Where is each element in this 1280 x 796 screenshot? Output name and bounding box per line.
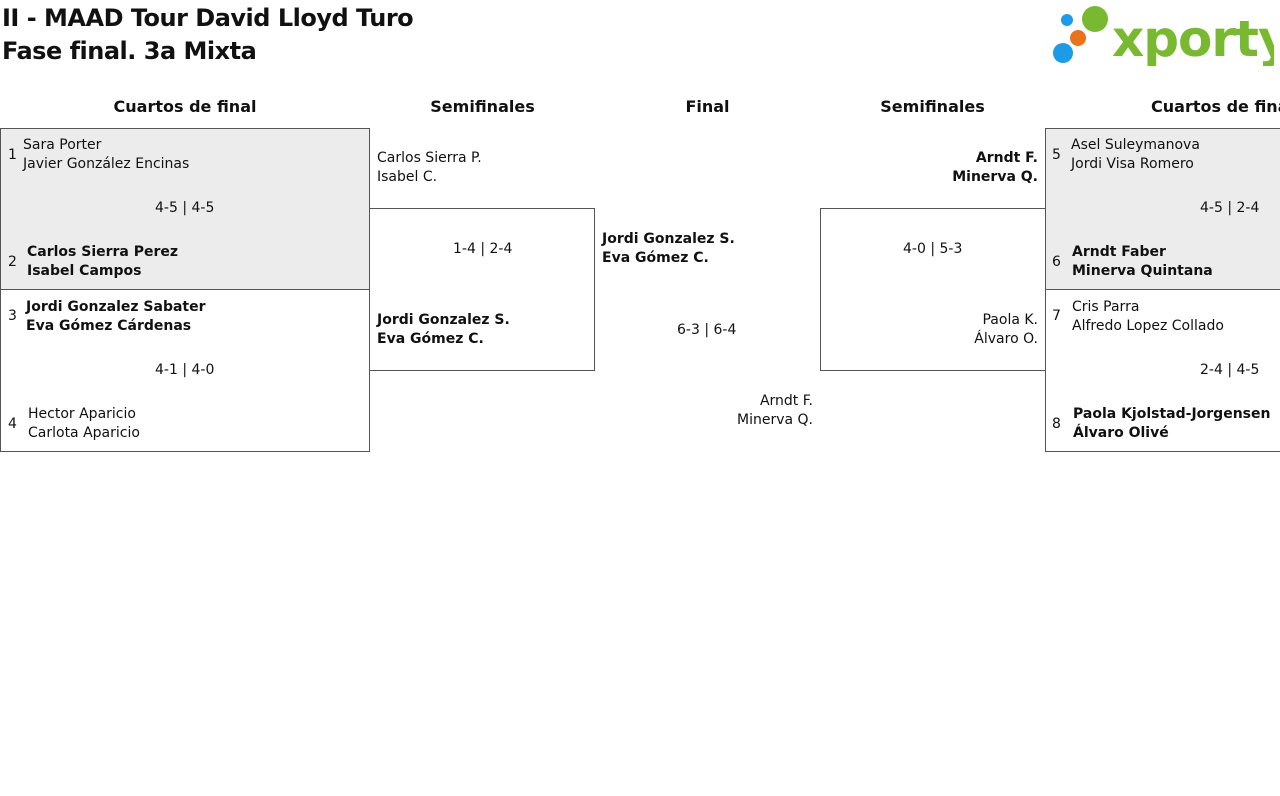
player-name-winner: Minerva Quintana — [1072, 263, 1213, 279]
seed-number: 3 — [8, 308, 17, 324]
match-score: 4-1 | 4-0 — [155, 362, 215, 378]
player-name-winner: Eva Gómez C. — [602, 250, 709, 266]
qf-match-3 — [1045, 128, 1280, 290]
match-score: 4-0 | 5-3 — [903, 241, 963, 257]
seed-number: 4 — [8, 416, 17, 432]
round-header-semifinals-right: Semifinales — [880, 97, 985, 116]
player-name-winner: Arndt F. — [975, 150, 1038, 166]
player-name-winner: Arndt Faber — [1072, 244, 1166, 260]
round-header-final: Final — [685, 97, 730, 116]
player-name-winner: Minerva Q. — [952, 169, 1038, 185]
player-name: Hector Aparicio — [28, 406, 136, 422]
seed-number: 1 — [8, 147, 17, 163]
player-name-winner: Isabel Campos — [27, 263, 142, 279]
round-header-semifinals-left: Semifinales — [430, 97, 535, 116]
player-name: Paola K. — [982, 312, 1038, 328]
match-score: 1-4 | 2-4 — [453, 241, 513, 257]
xporty-logo: xporty — [1053, 6, 1274, 66]
sf-match-left — [369, 208, 595, 371]
player-name: Javier González Encinas — [23, 156, 190, 172]
qf-match-1 — [0, 128, 370, 290]
player-name: Carlota Aparicio — [28, 425, 140, 441]
player-name: Asel Suleymanova — [1071, 137, 1200, 153]
match-score: 2-4 | 4-5 — [1200, 362, 1260, 378]
player-name: Jordi Visa Romero — [1071, 156, 1194, 172]
seed-number: 6 — [1052, 254, 1061, 270]
tournament-title: II - MAAD Tour David Lloyd Turo — [2, 4, 414, 32]
round-header-quarterfinals-right: Cuartos de final — [1151, 97, 1280, 116]
player-name: Cris Parra — [1072, 299, 1140, 315]
player-name-winner: Eva Gómez C. — [377, 331, 484, 347]
player-name: Carlos Sierra P. — [377, 150, 482, 166]
player-name-winner: Paola Kjolstad-Jorgensen — [1073, 406, 1271, 422]
seed-number: 8 — [1052, 416, 1061, 432]
player-name: Alfredo Lopez Collado — [1072, 318, 1224, 334]
player-name: Arndt F. — [759, 393, 813, 409]
player-name-winner: Álvaro Olivé — [1073, 425, 1169, 441]
match-score: 4-5 | 4-5 — [155, 200, 215, 216]
seed-number: 5 — [1052, 147, 1061, 163]
player-name-winner: Eva Gómez Cárdenas — [26, 318, 192, 334]
qf-match-4 — [1045, 289, 1280, 452]
round-header-quarterfinals-left: Cuartos de final — [113, 97, 257, 116]
player-name-winner: Carlos Sierra Perez — [27, 244, 179, 260]
player-name-winner: Jordi Gonzalez Sabater — [26, 299, 206, 315]
player-name-winner: Jordi Gonzalez S. — [602, 231, 735, 247]
tournament-subtitle: Fase final. 3a Mixta — [2, 37, 257, 65]
seed-number: 2 — [8, 254, 17, 270]
match-score: 6-3 | 6-4 — [677, 322, 737, 338]
player-name: Minerva Q. — [737, 412, 813, 428]
player-name: Sara Porter — [23, 137, 102, 153]
player-name: Álvaro O. — [974, 331, 1038, 347]
logo-wordmark: xporty — [1112, 10, 1274, 66]
seed-number: 7 — [1052, 308, 1061, 324]
player-name-winner: Jordi Gonzalez S. — [377, 312, 510, 328]
player-name: Isabel C. — [377, 169, 438, 185]
match-score: 4-5 | 2-4 — [1200, 200, 1260, 216]
